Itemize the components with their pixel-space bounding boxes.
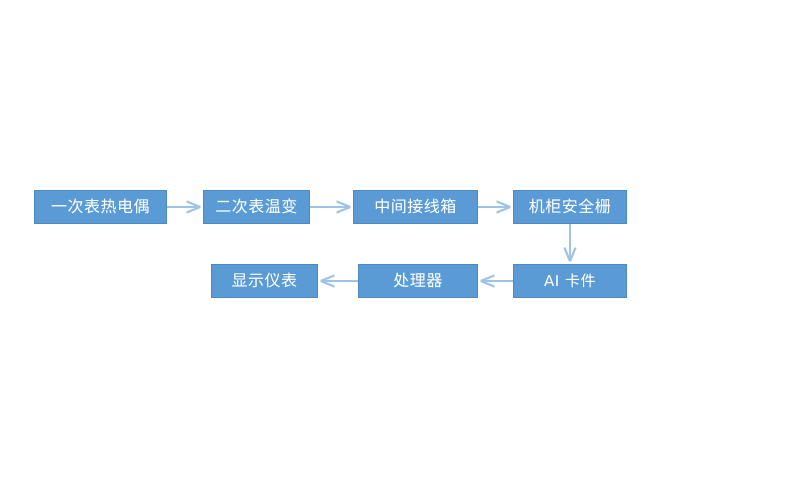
node-secondary-temp-transmitter[interactable]: 二次表温变 [203, 190, 310, 224]
node-cabinet-safety-barrier[interactable]: 机柜安全栅 [513, 190, 627, 224]
node-primary-thermocouple[interactable]: 一次表热电偶 [34, 190, 167, 224]
node-label: AI 卡件 [544, 271, 596, 290]
node-display-instrument[interactable]: 显示仪表 [211, 264, 318, 298]
node-ai-card[interactable]: AI 卡件 [513, 264, 627, 298]
node-label: 显示仪表 [231, 271, 298, 290]
node-label: 中间接线箱 [374, 197, 457, 216]
node-label: 机柜安全栅 [528, 197, 612, 216]
node-processor[interactable]: 处理器 [358, 264, 478, 298]
node-label: 处理器 [393, 271, 443, 290]
node-label: 一次表热电偶 [50, 197, 150, 216]
node-label: 二次表温变 [215, 197, 298, 216]
node-junction-box[interactable]: 中间接线箱 [353, 190, 478, 224]
